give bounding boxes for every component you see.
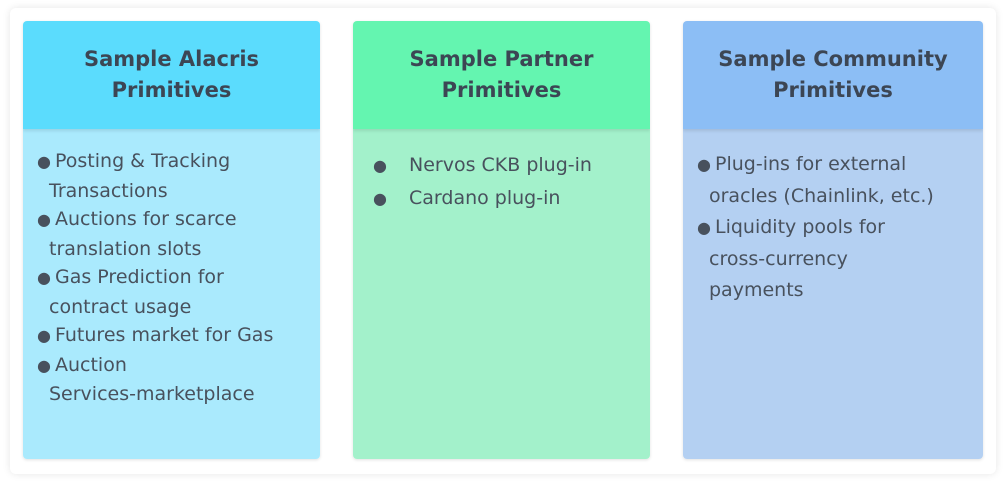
item-text-continuation: oracles (Chainlink, etc.) xyxy=(709,184,934,207)
bullet-icon: ● xyxy=(37,355,51,375)
list-item: ●Plug-ins for external oracles (Chainlin… xyxy=(697,149,983,212)
column-title-line1: Sample Alacris xyxy=(83,47,260,71)
item-text-continuation: translation slots xyxy=(49,237,202,260)
item-text: Posting & Tracking xyxy=(55,150,231,172)
column-header: Sample Community Primitives xyxy=(683,21,983,129)
column-title-line1: Sample Community xyxy=(718,47,948,71)
list-item: ●Futures market for Gas xyxy=(37,321,312,351)
bullet-icon: ● xyxy=(697,218,711,237)
item-text-continuation: payments xyxy=(709,279,804,301)
item-text-continuation: cross-currency xyxy=(709,247,848,270)
column-partner: Sample Partner Primitives ● Nervos CKB pl… xyxy=(353,21,650,459)
item-text-continuation: Transactions xyxy=(49,179,168,202)
item-text: Gas Prediction for xyxy=(55,266,224,288)
column-body: ●Posting & Tracking Transactions ●Auctio… xyxy=(23,129,320,459)
list-item: ● Cardano plug-in xyxy=(373,182,650,215)
list-item: ●Auctions for scarce translation slots xyxy=(37,205,312,263)
bullet-icon: ● xyxy=(373,156,387,175)
column-title-line2: Primitives xyxy=(441,78,562,102)
list-item: ●Gas Prediction for contract usage xyxy=(37,263,312,321)
column-title-line1: Sample Partner xyxy=(409,47,594,71)
bullet-list: ● Nervos CKB plug-in ● Cardano plug-in xyxy=(373,149,650,215)
list-item: ●Auction Services-marketplace xyxy=(37,351,312,409)
bullet-icon: ● xyxy=(37,152,51,171)
item-text: Cardano plug-in xyxy=(409,187,561,209)
list-item: ●Posting & Tracking Transactions xyxy=(37,147,312,205)
bullet-icon: ● xyxy=(37,268,51,287)
bullet-icon: ● xyxy=(37,210,51,229)
column-alacris: Sample Alacris Primitives ●Posting & Tra… xyxy=(23,21,320,459)
item-text: Plug-ins for external xyxy=(715,153,907,175)
item-text-continuation: Services-marketplace xyxy=(49,383,255,405)
item-text: Liquidity pools for xyxy=(715,216,885,238)
column-body: ● Nervos CKB plug-in ● Cardano plug-in xyxy=(353,129,650,459)
item-text: Auction xyxy=(55,353,127,376)
column-header: Sample Partner Primitives xyxy=(353,21,650,129)
bullet-list: ●Plug-ins for external oracles (Chainlin… xyxy=(697,149,983,307)
bullet-icon: ● xyxy=(697,155,711,174)
bullet-icon: ● xyxy=(373,189,387,208)
item-text: Futures market for Gas xyxy=(55,324,274,346)
item-text: Auctions for scarce xyxy=(55,208,237,230)
primitives-diagram: Sample Alacris Primitives ●Posting & Tra… xyxy=(10,8,996,474)
column-title-line2: Primitives xyxy=(773,78,893,102)
column-title-line2: Primitives xyxy=(111,78,232,102)
bullet-icon: ● xyxy=(37,326,51,345)
column-community: Sample Community Primitives ●Plug-ins fo… xyxy=(683,21,983,459)
column-body: ●Plug-ins for external oracles (Chainlin… xyxy=(683,129,983,459)
bullet-list: ●Posting & Tracking Transactions ●Auctio… xyxy=(37,147,312,409)
list-item: ●Liquidity pools for cross-currency paym… xyxy=(697,212,983,307)
item-text: Nervos CKB plug-in xyxy=(409,154,592,176)
list-item: ● Nervos CKB plug-in xyxy=(373,149,650,182)
item-text-continuation: contract usage xyxy=(49,295,192,318)
column-header: Sample Alacris Primitives xyxy=(23,21,320,129)
